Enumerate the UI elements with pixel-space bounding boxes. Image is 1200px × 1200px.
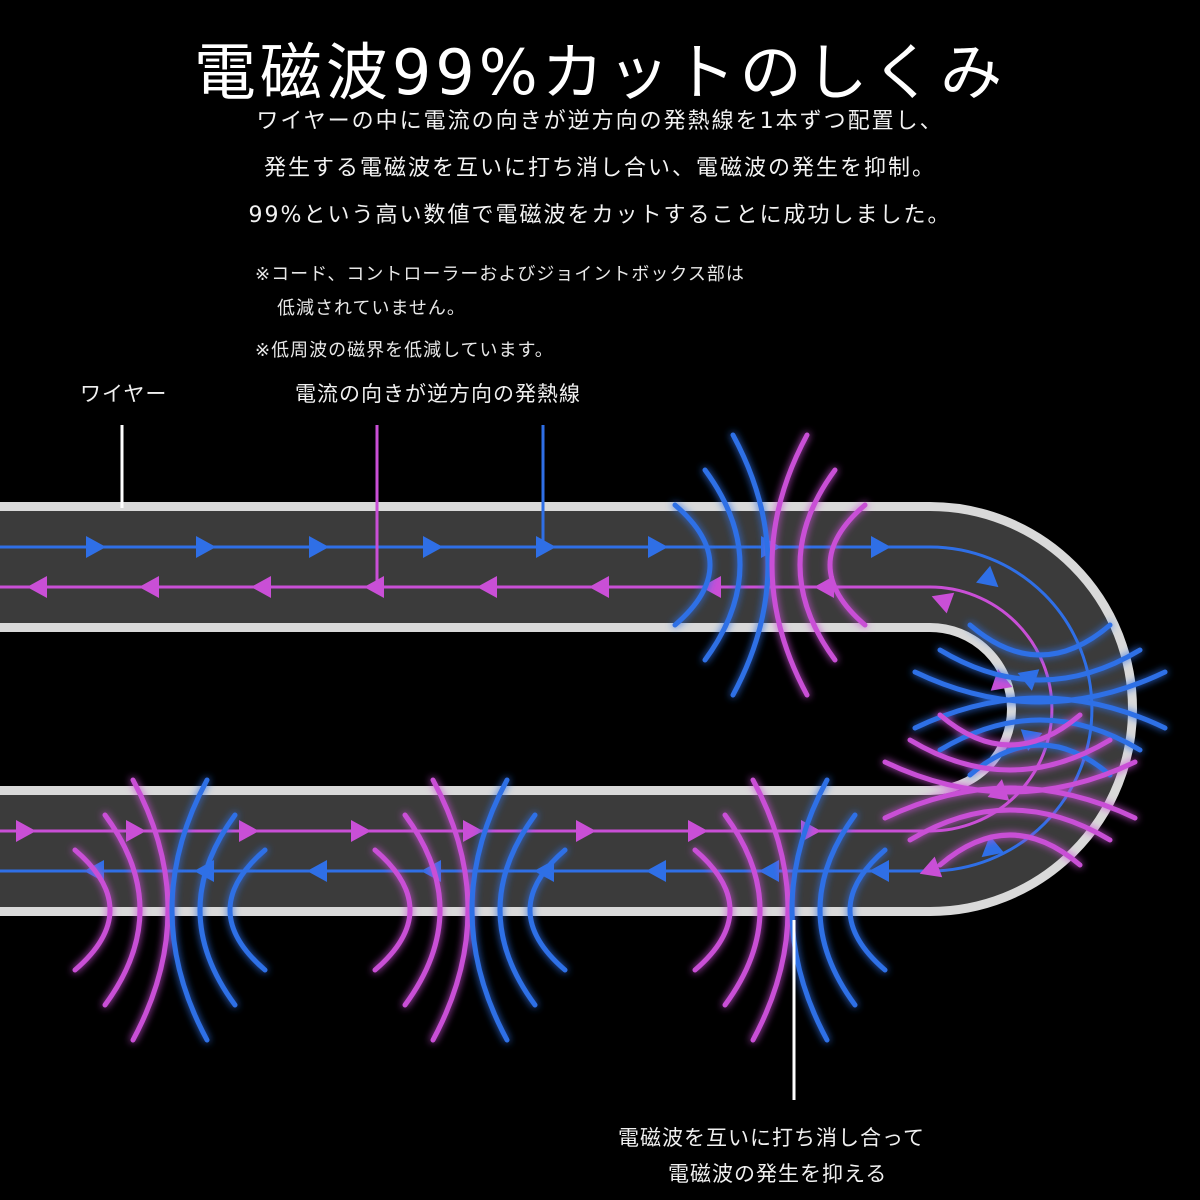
current-arrow <box>16 820 36 842</box>
em-wave-arc <box>769 432 810 698</box>
magenta-heating-wire <box>0 585 1054 833</box>
current-arrow <box>931 592 955 614</box>
em-wave-arc <box>967 622 1113 658</box>
description: ワイヤーの中に電流の向きが逆方向の発熱線を1本ずつ配置し、 発生する電磁波を互い… <box>0 98 1200 239</box>
em-wave-arc <box>372 847 413 973</box>
current-arrow <box>688 820 708 842</box>
em-wave-arc <box>750 777 791 1043</box>
em-wave-arc <box>847 847 888 973</box>
em-wave-arc <box>169 777 210 1043</box>
em-wave-arc <box>102 812 143 1008</box>
current-arrow <box>463 820 483 842</box>
note-1-line-1: ※コード、コントローラーおよびジョイントボックス部は <box>255 264 745 285</box>
current-arrow <box>309 536 329 558</box>
current-arrow <box>869 860 889 882</box>
em-wave-arc <box>497 812 538 1008</box>
current-arrow <box>27 576 47 598</box>
cancel-label-line-1: 電磁波を互いに打ち消し合って <box>618 1126 925 1150</box>
current-arrow <box>239 820 259 842</box>
em-wave-arc <box>937 647 1143 683</box>
current-arrow <box>139 576 159 598</box>
current-arrow <box>307 860 327 882</box>
current-arrow <box>86 536 106 558</box>
em-wave-arc <box>72 847 113 973</box>
page-title: 電磁波99%カットのしくみ <box>193 36 1007 109</box>
blue-heating-wire <box>0 545 1094 873</box>
current-arrow <box>589 576 609 598</box>
em-wave-arc <box>817 812 858 1008</box>
current-arrow <box>981 835 1004 858</box>
description-line: 99%という高い数値で電磁波をカットすることに成功しました。 <box>248 203 952 228</box>
em-wave-arc <box>130 777 171 1043</box>
current-arrow <box>126 820 146 842</box>
current-arrow <box>759 860 779 882</box>
em-wave-arc <box>907 737 1113 773</box>
em-wave-arc <box>912 669 1168 705</box>
em-wave-arc <box>789 777 830 1043</box>
current-arrows <box>16 536 1043 882</box>
em-wave-arc <box>937 717 1143 753</box>
em-wave-arc <box>197 812 238 1008</box>
em-wave-arc <box>967 742 1113 778</box>
current-arrow <box>814 576 834 598</box>
em-wave-arc <box>702 467 743 663</box>
em-wave-arc <box>402 812 443 1008</box>
heating-wire-label: 電流の向きが逆方向の発熱線 <box>295 382 581 406</box>
current-arrow <box>364 576 384 598</box>
cancel-label-line-2: 電磁波の発生を抑える <box>668 1162 888 1186</box>
current-arrow <box>251 576 271 598</box>
em-wave-arc <box>937 832 1083 868</box>
current-arrow <box>990 669 1013 691</box>
current-arrow <box>423 536 443 558</box>
current-arrow <box>648 536 668 558</box>
notes: ※コード、コントローラーおよびジョイントボックス部は 低減されていません。 ※低… <box>255 258 745 368</box>
wire-label: ワイヤー <box>80 382 168 406</box>
em-wave-arc <box>912 695 1168 731</box>
current-arrow <box>646 860 666 882</box>
note-1-line-2: 低減されていません。 <box>277 298 466 319</box>
em-wave-arc <box>527 847 568 973</box>
current-arrow <box>576 820 596 842</box>
current-arrow <box>919 856 943 878</box>
description-line: 発生する電磁波を互いに打ち消し合い、電磁波の発生を抑制。 <box>263 156 936 181</box>
current-arrow <box>196 536 216 558</box>
em-wave-arcs <box>72 432 1168 1043</box>
em-wave-arc <box>722 812 763 1008</box>
current-arrow <box>976 565 999 588</box>
em-wave-arc <box>730 432 771 698</box>
em-wave-arc <box>827 502 868 628</box>
current-arrow <box>871 536 891 558</box>
current-arrow <box>701 576 721 598</box>
em-wave-arc <box>907 807 1113 843</box>
em-wave-arc <box>469 777 510 1043</box>
current-arrow <box>536 536 556 558</box>
em-wave-arc <box>430 777 471 1043</box>
current-arrow <box>477 576 497 598</box>
em-wave-arc <box>937 712 1083 748</box>
em-wave-arc <box>672 502 713 628</box>
em-wave-arc <box>692 847 733 973</box>
note-2: ※低周波の磁界を低減しています。 <box>255 340 554 361</box>
em-wave-arc <box>882 759 1138 795</box>
em-wave-arc <box>882 785 1138 821</box>
em-wave-arc <box>227 847 268 973</box>
current-arrow <box>351 820 371 842</box>
em-wave-arc <box>797 467 838 663</box>
description-line: ワイヤーの中に電流の向きが逆方向の発熱線を1本ずつ配置し、 <box>256 109 944 134</box>
